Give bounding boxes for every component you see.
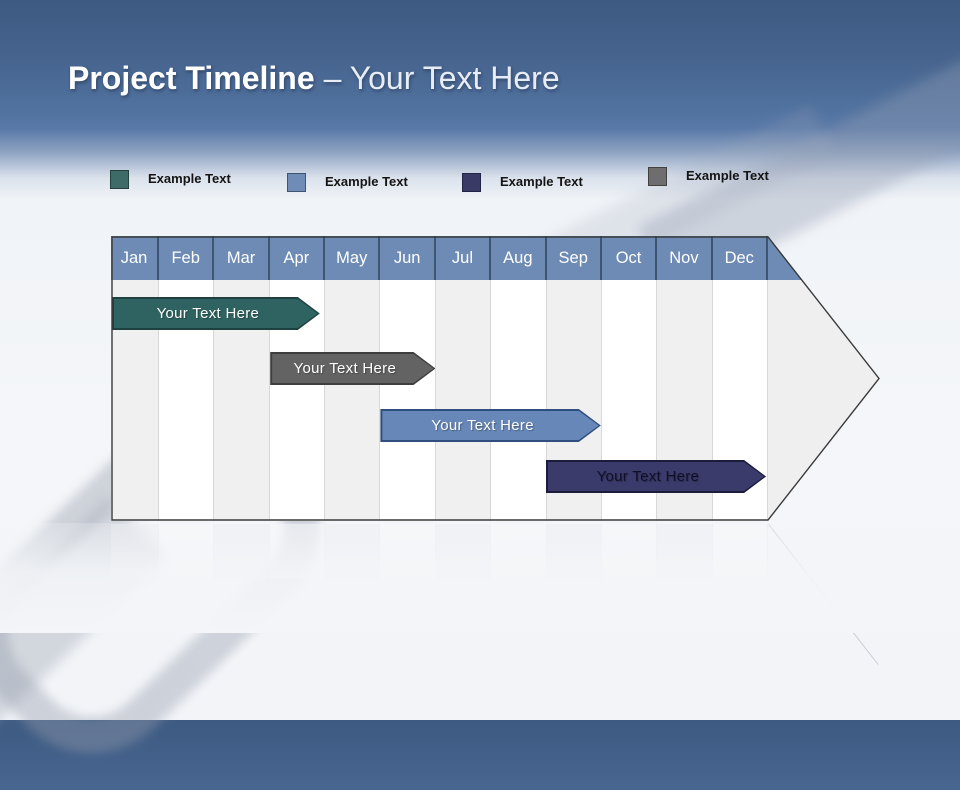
month-header-mar[interactable]: Mar	[214, 236, 270, 280]
month-header-nov[interactable]: Nov	[657, 236, 713, 280]
month-header-may[interactable]: May	[325, 236, 381, 280]
reflection-fade	[0, 523, 960, 633]
column-jul	[435, 280, 492, 521]
legend-item-2[interactable]: Example Text	[287, 173, 408, 192]
slide-title[interactable]: Project Timeline– Your Text Here	[68, 60, 560, 97]
legend-label: Example Text	[325, 174, 408, 189]
gantt-bar-label: Your Text Here	[293, 360, 397, 377]
legend-swatch-teal	[110, 170, 129, 189]
month-header-apr[interactable]: Apr	[270, 236, 326, 280]
gantt-bar-label: Your Text Here	[156, 305, 260, 322]
gantt-bar-1[interactable]: Your Text Here	[112, 297, 320, 330]
legend-item-1[interactable]: Example Text	[110, 170, 231, 189]
gantt-bar-4[interactable]: Your Text Here	[546, 460, 766, 493]
month-header-oct[interactable]: Oct	[602, 236, 658, 280]
slide-title-rest: – Your Text Here	[323, 60, 560, 96]
legend-item-3[interactable]: Example Text	[462, 173, 583, 192]
legend-label: Example Text	[148, 171, 231, 186]
column-may	[325, 280, 381, 521]
gantt-bar-label: Your Text Here	[431, 417, 534, 434]
timeline-arrow-table[interactable]: Jan Feb Mar Apr May Jun Jul Aug Sep Oct …	[111, 236, 881, 521]
column-jun	[380, 280, 436, 521]
gantt-bar-3[interactable]: Your Text Here	[380, 409, 600, 442]
month-header-jun[interactable]: Jun	[380, 236, 436, 280]
gantt-bar-label: Your Text Here	[596, 468, 700, 485]
month-header-dec[interactable]: Dec	[713, 236, 768, 280]
month-header-jan[interactable]: Jan	[111, 236, 159, 280]
month-header-jul[interactable]: Jul	[436, 236, 492, 280]
legend-item-4[interactable]: Example Text	[648, 167, 769, 186]
gantt-bar-2[interactable]: Your Text Here	[270, 352, 435, 385]
slide-title-bold: Project Timeline	[68, 60, 315, 96]
legend-swatch-navy	[462, 173, 481, 192]
legend-swatch-gray	[648, 167, 667, 186]
month-header-row: Jan Feb Mar Apr May Jun Jul Aug Sep Oct …	[111, 236, 768, 280]
legend-label: Example Text	[500, 174, 583, 189]
month-header-sep[interactable]: Sep	[547, 236, 602, 280]
legend-swatch-blue	[287, 173, 306, 192]
month-header-feb[interactable]: Feb	[159, 236, 215, 280]
month-header-aug[interactable]: Aug	[491, 236, 547, 280]
legend-label: Example Text	[686, 168, 769, 183]
column-aug	[491, 280, 547, 521]
